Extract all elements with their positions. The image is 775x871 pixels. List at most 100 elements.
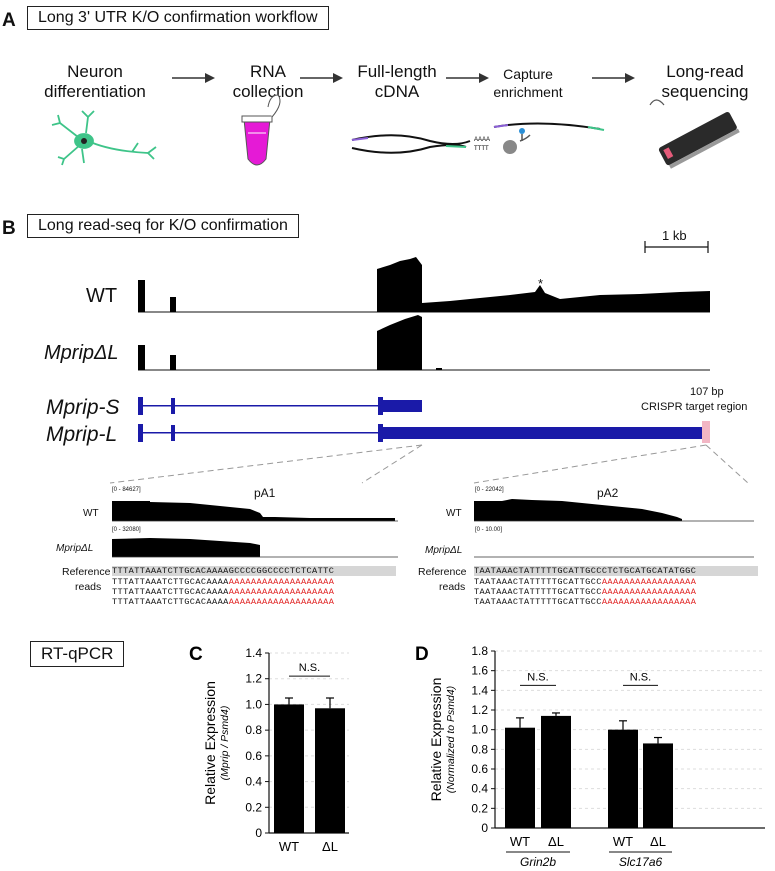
pa2-wt-range: [0 - 22042] [475, 487, 504, 493]
y-axis-label: Relative Expression [202, 681, 218, 805]
pa1-title: pA1 [254, 486, 276, 500]
read-polya: AAAAAAAAAAAAAAAAA [601, 597, 697, 607]
cdna-tail-bottom: TTTT [474, 146, 489, 152]
read-genomic: TTTATTAAATCTTGCACAAAA [112, 577, 229, 587]
pa1-read: TTTATTAAATCTTGCACAAAAAAAAAAAAAAAAAAAAAAA [112, 587, 334, 597]
neuron-icon [51, 110, 157, 166]
significance-label: N.S. [299, 662, 320, 674]
step-capture-enrichment: Capture enrichment [473, 65, 583, 101]
step-line2: cDNA [374, 82, 420, 101]
cdna-tail-top: AAAA [474, 137, 490, 143]
x-tick-label: WT [510, 834, 530, 849]
pa1-reads: TTTATTAAATCTTGCACAAAAAAAAAAAAAAAAAAAAAAA… [112, 577, 334, 607]
read-polya: AAAAAAAAAAAAAAAAAAA [228, 587, 335, 597]
arrow-icon [300, 73, 343, 83]
step-neuron-differentiation: Neuron differentiation [25, 62, 165, 102]
scale-bar [644, 241, 709, 253]
panel-b-title: Long read-seq for K/O confirmation [27, 214, 299, 238]
panel-letter: C [189, 644, 203, 665]
gene-label-mprip-l: Mprip-L [46, 423, 118, 446]
y-axis-sublabel: (Normalized to Psmd4) [445, 686, 457, 793]
significance-label: N.S. [527, 671, 548, 683]
zoom-guides [109, 444, 749, 484]
read-genomic: TAATAAACTATTTTTGCATTGCC [474, 577, 602, 587]
bar [608, 729, 638, 828]
panel-letter: D [415, 644, 429, 665]
sequencer-icon [649, 99, 740, 169]
y-tick-label: 1.6 [471, 664, 488, 678]
pa2-read: TAATAAACTATTTTTGCATTGCCAAAAAAAAAAAAAAAAA [474, 577, 696, 587]
y-tick-label: 0.8 [245, 723, 262, 737]
cdna-strands-icon [351, 134, 471, 154]
bar [505, 727, 535, 828]
coverage-track-wt [138, 257, 710, 313]
y-tick-label: 0.4 [471, 782, 488, 796]
asterisk-mark: * [538, 276, 544, 291]
arrow-icon [446, 73, 489, 83]
tube-icon [241, 94, 281, 166]
crispr-target-region [702, 421, 710, 443]
gene-model-mprip-l [138, 424, 708, 442]
pa2-ko-range: [0 - 10.00] [475, 527, 503, 533]
step-rna-collection: RNA collection [213, 62, 323, 102]
step-line1: Full-length [357, 62, 437, 81]
track-label-wt: WT [86, 285, 118, 307]
y-tick-label: 0.6 [471, 762, 488, 776]
y-axis-sublabel: (Mprip / Psmd4) [219, 706, 231, 781]
y-tick-label: 0.2 [245, 800, 262, 814]
step-line1: Neuron [67, 62, 123, 81]
pa1-wt-label: WT [83, 508, 99, 519]
read-genomic: TTTATTAAATCTTGCACAAAA [112, 597, 229, 607]
pa2-reference-label: Reference [418, 566, 467, 578]
coverage-track-mprip-dl [138, 315, 710, 371]
pa2-ko-label: MpripΔL [425, 545, 463, 556]
bar [274, 704, 304, 833]
bar [541, 715, 571, 828]
pa2-read: TAATAAACTATTTTTGCATTGCCAAAAAAAAAAAAAAAAA [474, 587, 696, 597]
read-polya: AAAAAAAAAAAAAAAAAAA [228, 577, 335, 587]
y-tick-label: 0 [481, 821, 488, 835]
step-line2: differentiation [44, 82, 146, 101]
step-line1: Capture [503, 66, 553, 82]
pa2-reference-sequence: TAATAAACTATTTTTGCATTGCCCTCTGCATGCATATGGC [474, 566, 758, 576]
step-long-read-sequencing: Long-read sequencing [640, 62, 770, 102]
x-tick-label: ΔL [650, 834, 666, 849]
step-line1: Long-read [666, 62, 744, 81]
y-tick-label: 0.8 [471, 742, 488, 756]
gene-label-mprip-s: Mprip-S [46, 396, 120, 419]
pa1-ko-label: MpripΔL [56, 543, 94, 554]
y-tick-label: 1.8 [471, 644, 488, 658]
y-tick-label: 0 [255, 826, 262, 840]
y-tick-label: 1.0 [245, 697, 262, 711]
pa2-title: pA2 [597, 486, 619, 500]
pa1-ko-range: [0 - 32080] [112, 527, 141, 533]
bar [643, 743, 673, 828]
read-genomic: TAATAAACTATTTTTGCATTGCC [474, 587, 602, 597]
pa1-read: TTTATTAAATCTTGCACAAAAAAAAAAAAAAAAAAAAAAA [112, 577, 334, 587]
significance-label: N.S. [630, 671, 651, 683]
gene-model-mprip-s [138, 397, 422, 415]
step-line1: RNA [250, 62, 286, 81]
panel-b-letter: B [2, 218, 16, 239]
pa1-wt-range: [0 - 84627] [112, 487, 141, 493]
arrow-icon [592, 73, 635, 83]
pa1-reference-label: Reference [62, 566, 111, 578]
pa1-reads-label: reads [75, 581, 102, 593]
y-tick-label: 0.6 [245, 749, 262, 763]
bar [315, 708, 345, 833]
pa2-wt-label: WT [446, 508, 462, 519]
y-tick-label: 1.4 [245, 646, 262, 660]
read-polya: AAAAAAAAAAAAAAAAA [601, 577, 697, 587]
read-polya: AAAAAAAAAAAAAAAAA [601, 587, 697, 597]
workflow-graphics: AAAA TTTT [51, 73, 740, 169]
y-tick-label: 0.4 [245, 775, 262, 789]
y-tick-label: 1.2 [245, 672, 262, 686]
step-line2: sequencing [661, 82, 749, 101]
track-label-mprip-dl: MpripΔL [44, 342, 119, 364]
y-tick-label: 1.2 [471, 703, 488, 717]
pa2-read: TAATAAACTATTTTTGCATTGCCAAAAAAAAAAAAAAAAA [474, 597, 696, 607]
pa2-reads-label: reads [439, 581, 466, 593]
group-label: Grin2b [520, 855, 556, 868]
